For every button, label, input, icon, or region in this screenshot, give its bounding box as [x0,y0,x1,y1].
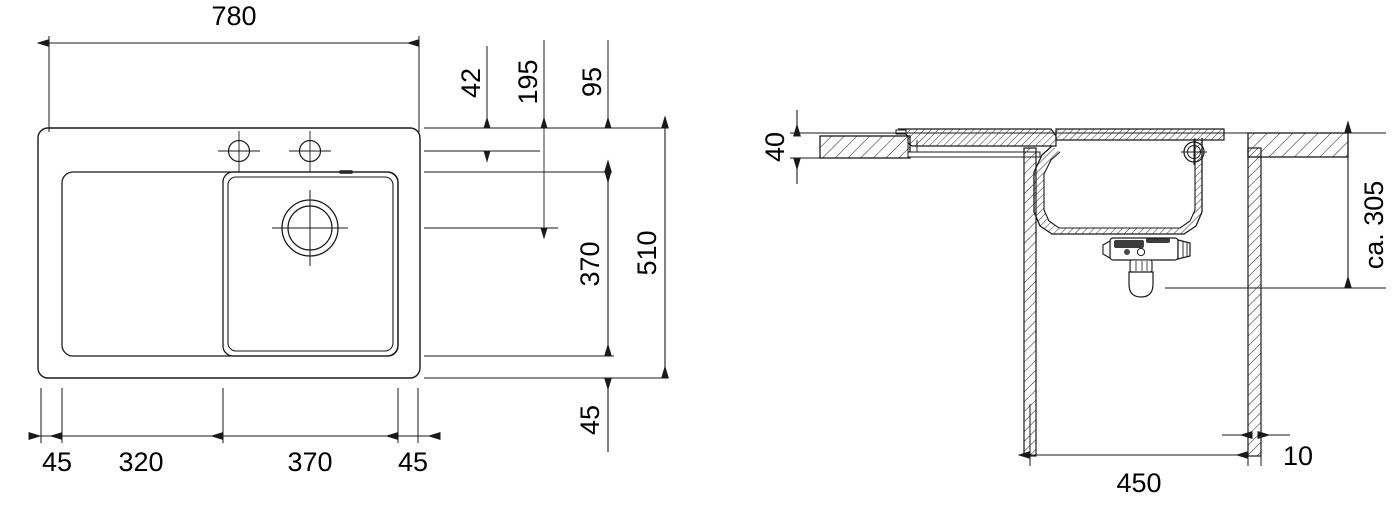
tap-hole-2 [289,131,331,172]
dimension-45-right: 45 [385,432,441,477]
bowl-area-inner [227,176,394,352]
waste-outlet-circle [272,190,348,266]
waste-trap-assembly [1102,237,1191,298]
dimension-40: 40 [760,110,801,184]
dimension-370-depth: 370 [575,159,612,357]
tap-hole-1 [218,131,260,172]
worktop-slab-left [819,135,911,159]
dimension-450: 450 [1017,451,1249,498]
dimension-320-label: 320 [118,447,163,477]
dimension-10-label: 10 [1283,441,1313,471]
dimension-42: 42 [456,46,491,163]
dimension-45-right-label: 45 [398,447,428,477]
dimension-40-label: 40 [760,132,790,162]
dimension-95-label: 95 [577,67,607,97]
dimension-450-label: 450 [1116,468,1161,498]
dimension-305-label: ca. 305 [1359,181,1389,270]
overflow-notch [339,170,353,174]
dimension-10: 10 [1222,431,1313,471]
dimension-95: 95 [577,40,612,186]
dimension-45-bottom-label: 45 [575,405,605,435]
sink-outer-outline [37,127,421,379]
bottom-extension-lines [40,388,419,443]
dimension-510: 510 [632,115,669,379]
dimension-45-left: 45 [28,432,72,477]
dimension-780-label: 780 [211,1,256,31]
cabinet-right-panel [1247,147,1262,457]
bowl-area [222,171,399,357]
dimension-45-left-label: 45 [42,447,72,477]
dimension-780: 780 [36,1,420,132]
dimension-320: 320 [49,432,224,477]
dimension-45-bottom: 45 [575,377,612,452]
sink-deck-and-bowl [1033,128,1225,235]
worktop-slab-right [1247,132,1349,158]
section-view-group: 40 ca. 305 450 10 [760,110,1389,498]
plan-view-group: 780 42 195 95 3 [28,1,669,477]
drainer-area [61,171,399,357]
dimension-370-depth-label: 370 [575,241,605,286]
dimension-42-label: 42 [456,68,486,98]
dimension-305: ca. 305 [1344,120,1389,289]
dimension-370-width: 370 [210,432,399,477]
dimension-370-width-label: 370 [287,447,332,477]
dimension-195: 195 [513,40,548,240]
dimension-510-label: 510 [632,230,662,275]
overflow-marker [1181,139,1207,165]
dimension-195-label: 195 [513,59,543,104]
